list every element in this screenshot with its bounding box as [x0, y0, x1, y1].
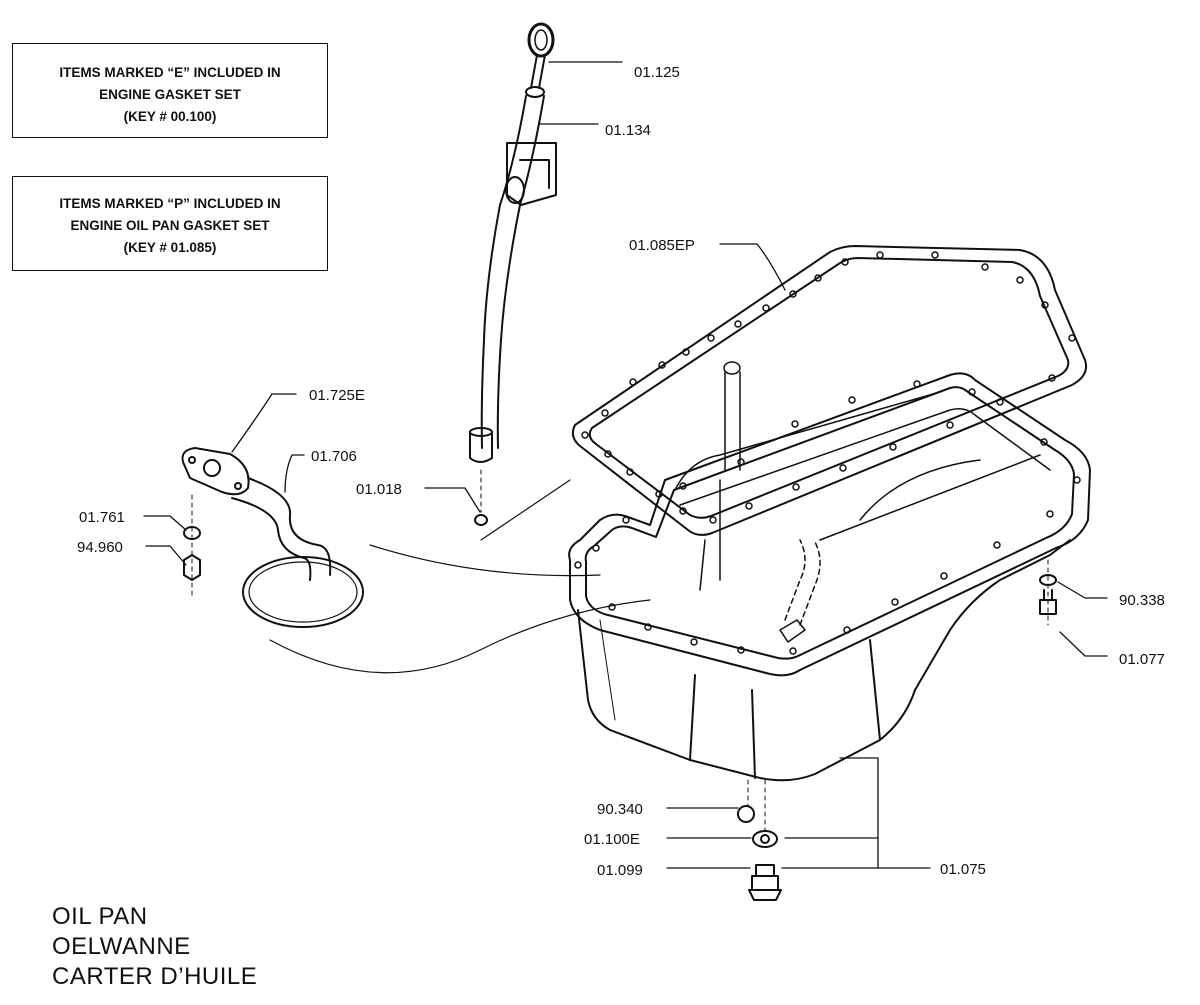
assembly-guide-lines: [269, 479, 651, 674]
label-dipstick: 01.125: [634, 64, 680, 81]
side-bolt-drawing: [1039, 559, 1057, 626]
label-bolt-washer: 90.338: [1119, 592, 1165, 609]
label-oil-pan: 01.075: [940, 861, 986, 878]
label-lock-washer: 01.761: [79, 509, 125, 526]
note-line: ENGINE GASKET SET: [99, 87, 241, 102]
part-labels: 01.125 01.134 01.085EP 01.725E 01.706 01…: [77, 64, 1165, 879]
dipstick-drawing: [525, 22, 555, 98]
label-bolt: 01.077: [1119, 651, 1165, 668]
label-pickup-gasket: 01.725E: [309, 387, 365, 404]
title-french: CARTER D’HUILE: [52, 963, 258, 990]
label-tube-seal: 01.018: [356, 481, 402, 498]
label-drain-plug: 01.099: [597, 862, 643, 879]
label-oil-pickup: 01.706: [311, 448, 357, 465]
gasket-set-note: ITEMS MARKED “E” INCLUDED IN ENGINE GASK…: [12, 43, 328, 138]
note-line: ITEMS MARKED “P” INCLUDED IN: [59, 196, 281, 211]
dipstick-tube-drawing: [469, 95, 557, 526]
title-english: OIL PAN: [52, 903, 148, 930]
oil-pan-drawing: [568, 361, 1091, 782]
label-nut: 94.960: [77, 539, 123, 556]
leader-lines: [143, 61, 1108, 869]
label-dipstick-tube: 01.134: [605, 122, 651, 139]
label-pan-gasket: 01.085EP: [629, 237, 695, 254]
note-line: ITEMS MARKED “E” INCLUDED IN: [59, 65, 281, 80]
oil-pan-gasket-drawing: [571, 245, 1088, 536]
title-german: OELWANNE: [52, 933, 191, 960]
oil-pickup-drawing: [181, 447, 364, 628]
oil-pan-gasket-set-note: ITEMS MARKED “P” INCLUDED IN ENGINE OIL …: [12, 176, 328, 271]
note-line: ENGINE OIL PAN GASKET SET: [70, 218, 270, 233]
note-line: (KEY # 01.085): [123, 240, 217, 255]
label-drain-seal: 01.100E: [584, 831, 640, 848]
drain-plug-drawing: [737, 779, 782, 901]
note-line: (KEY # 00.100): [123, 109, 217, 124]
label-drain-magnet: 90.340: [597, 801, 643, 818]
